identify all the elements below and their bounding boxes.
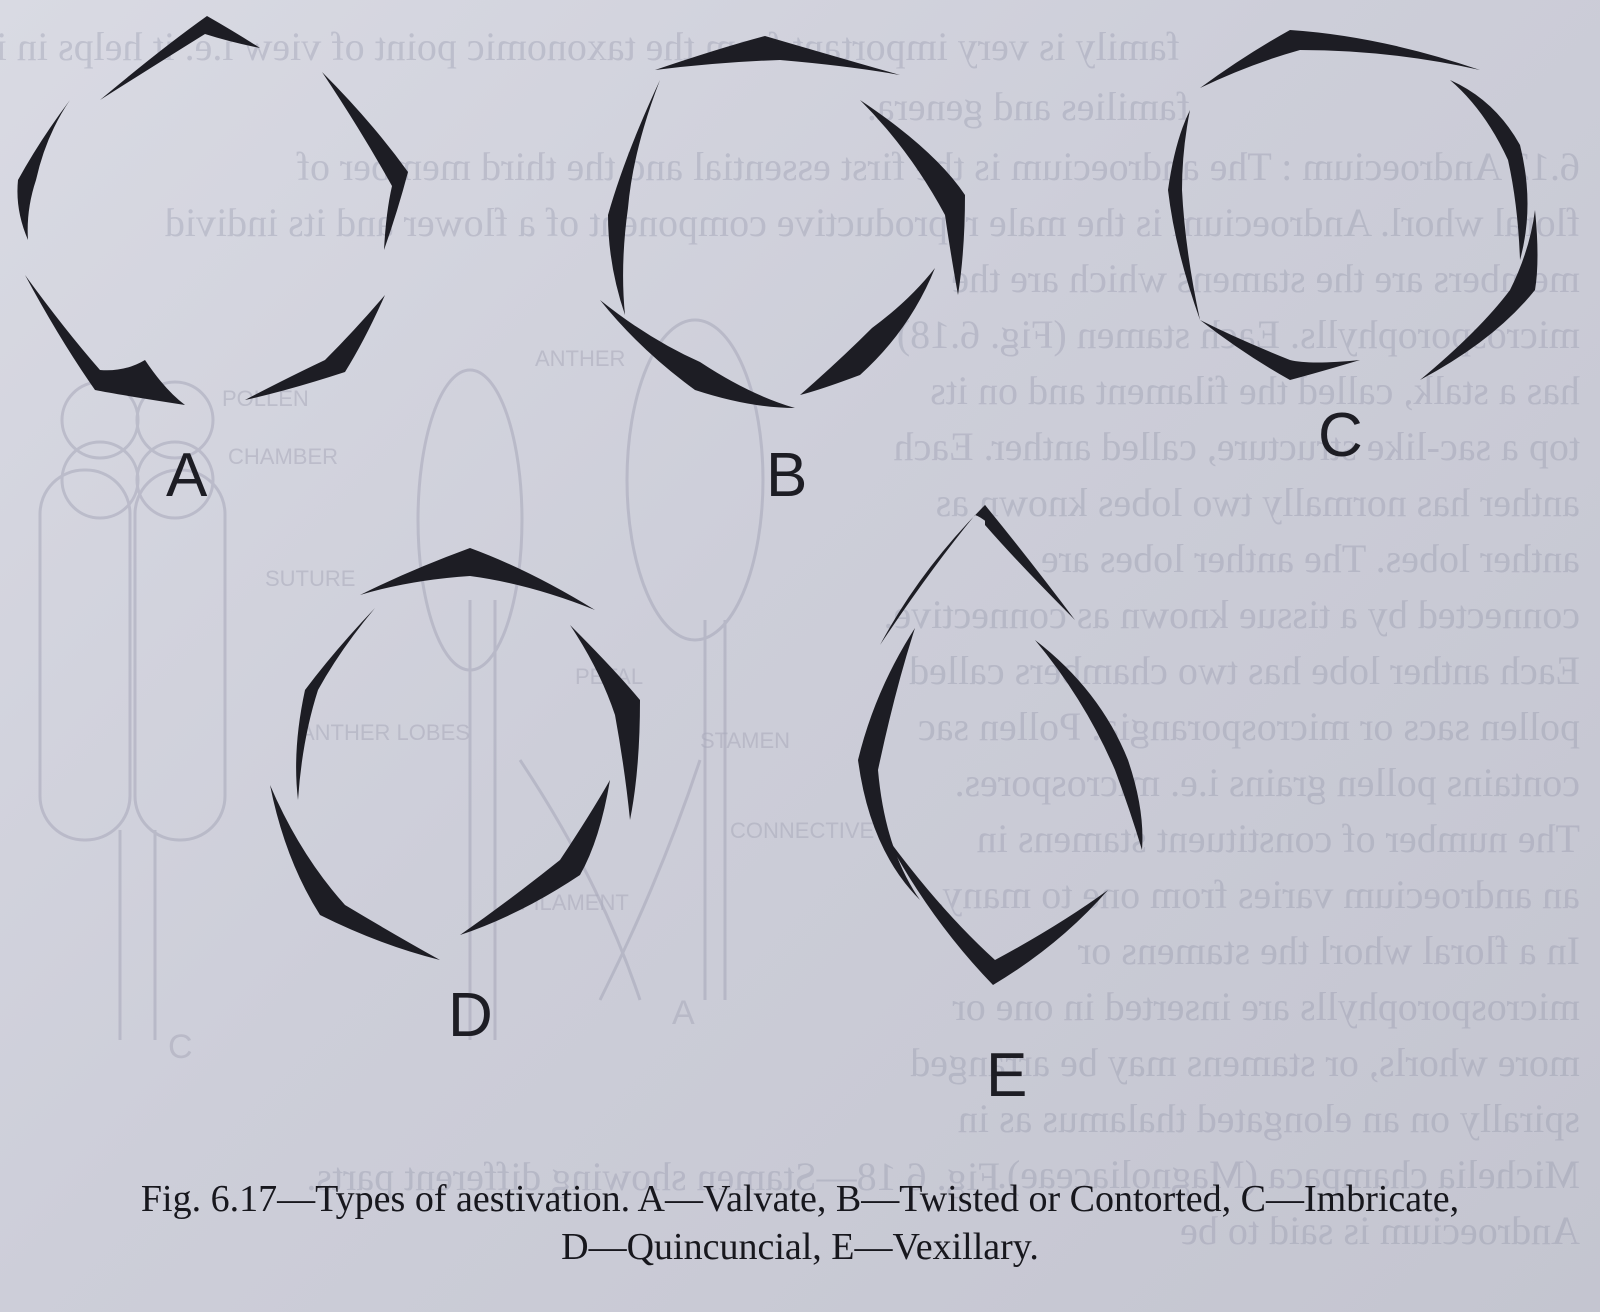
petal-a5 [17,100,70,240]
petal-b1 [655,36,900,75]
petal-a4 [25,275,185,405]
panel-label-c: C [1318,401,1363,470]
petal-c2 [1450,80,1528,260]
petal-e-standard-right [985,505,1075,620]
petal-c1 [1200,30,1480,88]
bleed-label-stamen: STAMEN [700,728,790,753]
petal-c5 [1168,110,1200,320]
petal-d4 [270,785,440,960]
petal-b3 [800,268,935,395]
panel-a-valvate [17,16,408,405]
petal-b2 [860,100,965,295]
petal-e-keel [885,835,1108,985]
panel-label-e: E [986,1041,1027,1110]
petal-d3 [460,780,610,935]
panel-c-imbricate [1168,30,1538,380]
petal-b4 [600,300,795,408]
petal-d2 [570,625,640,820]
petal-d5 [296,608,375,800]
petal-b5 [608,80,660,315]
panel-b-twisted [600,36,965,408]
petal-a3 [245,295,385,400]
petal-e-wing-right [1035,640,1143,850]
petal-e-wing-left [858,628,920,900]
petal-c4 [1200,320,1360,380]
bleed-label-anther: ANTHER [535,346,625,371]
bleed-through-stamen-drawing [38,318,765,1040]
panel-d-quincuncial [270,548,640,960]
petal-c3 [1420,210,1538,380]
petal-d1 [360,548,595,610]
panel-label-d: D [448,981,493,1050]
bleed-label-connective: CONNECTIVE [730,818,874,843]
bleed-label-anther-lobes: ANTHER LOBES [300,720,470,745]
panel-label-a: A [166,441,208,510]
petal-a2 [322,72,408,250]
bleed-label-a: A [672,994,695,1032]
panel-e-vexillary [858,505,1143,985]
figure-caption: Fig. 6.17—Types of aestivation. A—Valvat… [40,1175,1560,1271]
caption-line-2: D—Quincuncial, E—Vexillary. [561,1226,1039,1268]
panel-label-b: B [766,441,807,510]
bleed-label-suture: SUTURE [265,566,355,591]
bleed-label-chamber: CHAMBER [228,444,338,469]
petal-a1 [100,16,260,100]
bleed-label-c: C [168,1028,193,1066]
caption-line-1: Fig. 6.17—Types of aestivation. A—Valvat… [140,1178,1460,1220]
